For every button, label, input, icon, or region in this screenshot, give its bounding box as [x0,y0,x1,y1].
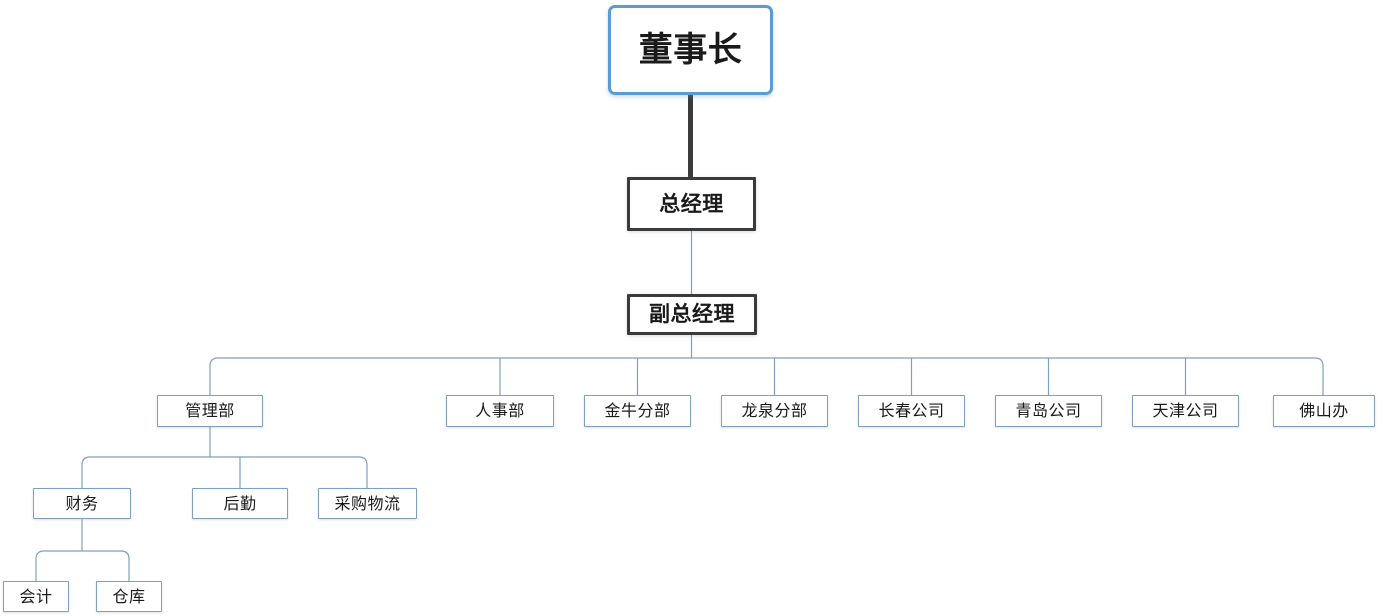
node-general-manager[interactable]: 总经理 [627,177,756,231]
node-general-manager-label: 总经理 [659,191,724,216]
node-logistics-label: 后勤 [223,493,257,513]
bus-level-4 [35,550,130,581]
node-jinniu-branch-label: 金牛分部 [604,401,671,420]
node-logistics[interactable]: 后勤 [192,488,288,519]
node-purchasing-logistics-label: 采购物流 [334,493,401,513]
node-tianjin-company[interactable]: 天津公司 [1132,395,1239,427]
node-finance[interactable]: 财务 [33,488,131,519]
node-qingdao-company[interactable]: 青岛公司 [995,395,1102,427]
node-changchun-company-label: 长春公司 [878,401,945,420]
node-admin-department-label: 管理部 [185,401,235,420]
node-warehouse-label: 仓库 [112,586,146,606]
node-accounting-label: 会计 [19,586,53,606]
node-hr-department-label: 人事部 [475,401,525,420]
bus-level-2 [209,357,1324,395]
bus-level-3 [81,456,368,488]
node-foshan-office-label: 佛山办 [1299,401,1349,420]
node-longquan-branch-label: 龙泉分部 [741,401,808,420]
node-tianjin-company-label: 天津公司 [1152,401,1219,420]
node-foshan-office[interactable]: 佛山办 [1273,395,1375,427]
node-changchun-company[interactable]: 长春公司 [858,395,965,427]
node-deputy-general-manager-label: 副总经理 [649,302,735,326]
node-accounting[interactable]: 会计 [3,581,69,612]
node-finance-label: 财务 [65,493,99,513]
node-purchasing-logistics[interactable]: 采购物流 [318,488,417,519]
node-qingdao-company-label: 青岛公司 [1015,401,1082,420]
node-chairman-label: 董事长 [638,30,743,70]
node-jinniu-branch[interactable]: 金牛分部 [584,395,691,427]
node-chairman[interactable]: 董事长 [608,5,773,95]
node-longquan-branch[interactable]: 龙泉分部 [721,395,828,427]
node-warehouse[interactable]: 仓库 [96,581,162,612]
node-deputy-general-manager[interactable]: 副总经理 [627,294,757,335]
node-hr-department[interactable]: 人事部 [446,395,554,427]
node-admin-department[interactable]: 管理部 [157,395,263,427]
